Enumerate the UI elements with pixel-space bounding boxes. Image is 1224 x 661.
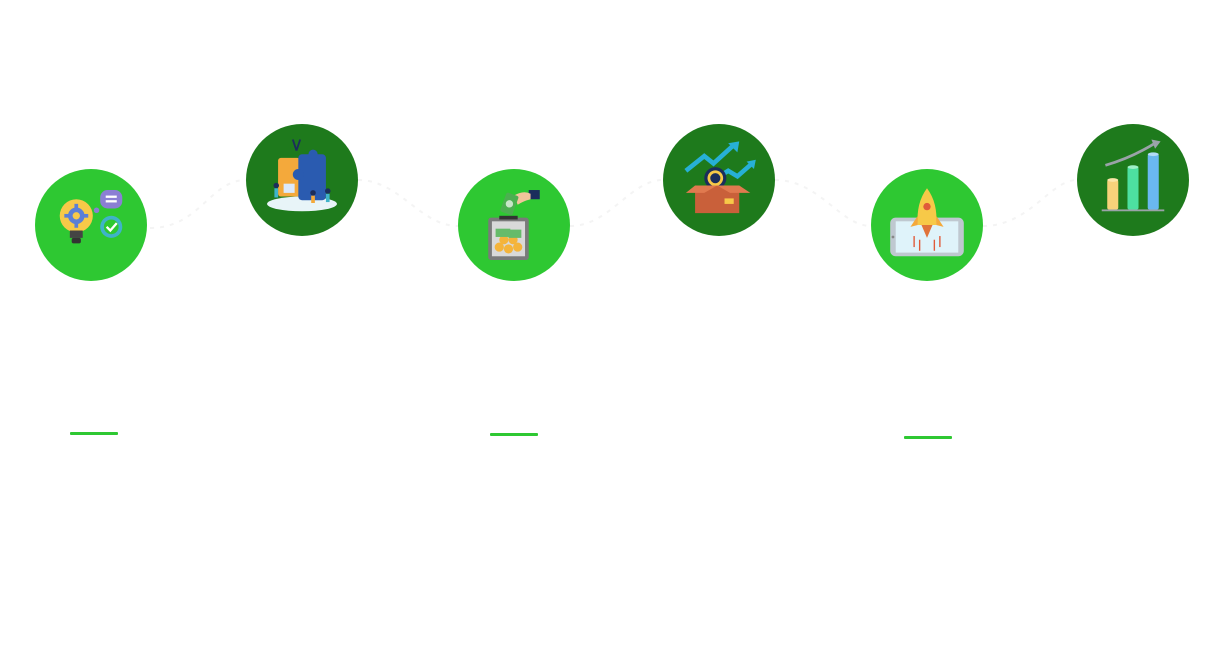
step-4-circle bbox=[663, 124, 775, 236]
step-3-circle bbox=[458, 169, 570, 281]
phone-rocket-launch-icon bbox=[890, 188, 964, 257]
product-box-growth-icon bbox=[684, 141, 756, 214]
lightbulb-gear-idea-icon bbox=[59, 190, 123, 244]
step-1-circle bbox=[35, 169, 147, 281]
step-5-circle bbox=[871, 169, 983, 281]
step-2-circle bbox=[246, 124, 358, 236]
bar-chart-growth-icon bbox=[1101, 139, 1165, 212]
money-donation-box-icon bbox=[488, 190, 540, 260]
step-6-circle bbox=[1077, 124, 1189, 236]
step-1-underline bbox=[70, 432, 118, 435]
puzzle-team-icon bbox=[267, 139, 337, 212]
step-5-underline bbox=[904, 436, 952, 439]
step-3-underline bbox=[490, 433, 538, 436]
